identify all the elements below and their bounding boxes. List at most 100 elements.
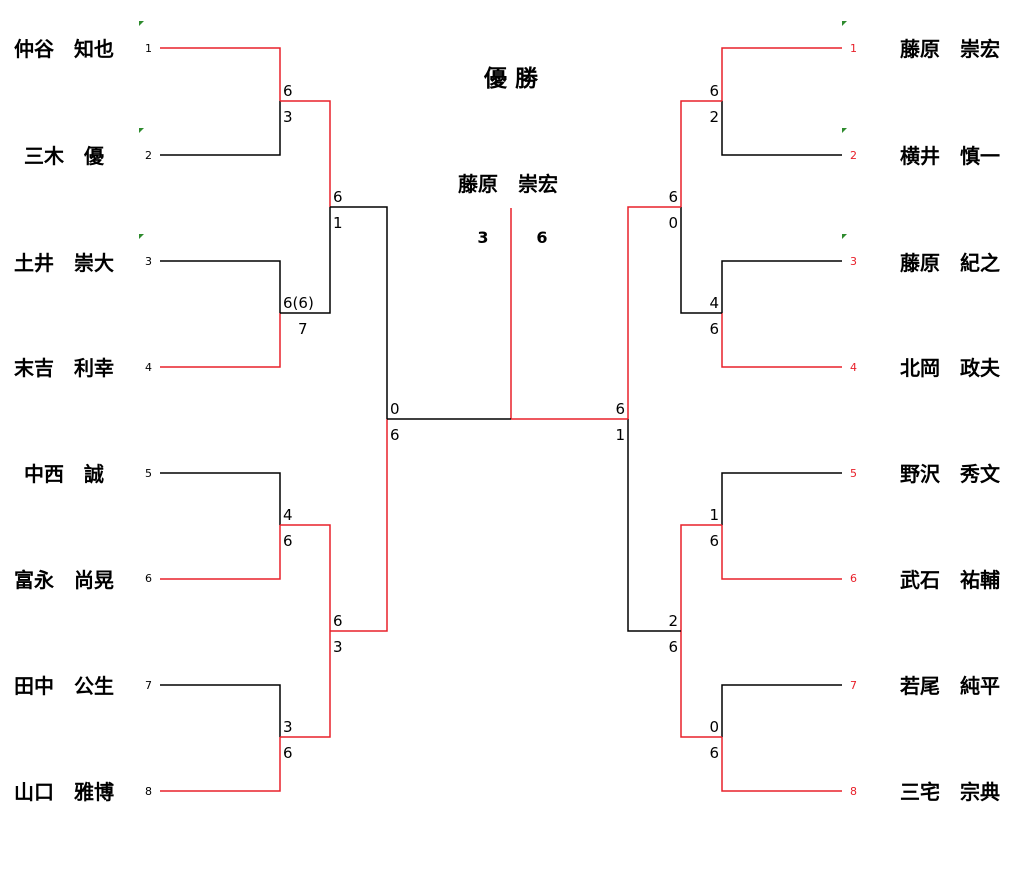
bracket-line [721, 260, 842, 313]
match-score: 0 [668, 214, 678, 232]
match-score: 6 [283, 82, 293, 100]
match-score: 6 [668, 188, 678, 206]
match-score: 3 [283, 718, 293, 736]
seed-number: 1 [850, 42, 857, 55]
title: 優 勝 [483, 65, 539, 92]
bracket-line-win [721, 47, 842, 101]
bracket-line [627, 419, 681, 632]
player-name: 中西 誠 [24, 462, 104, 486]
bracket-line-win [330, 419, 388, 632]
seed-marker-icon [842, 234, 847, 239]
player-name: 三木 優 [24, 144, 105, 168]
bracket-line [330, 206, 388, 419]
match-score: 6 [709, 82, 719, 100]
player-name: 藤原 崇宏 [899, 37, 1000, 61]
final-score-right: 6 [536, 228, 547, 247]
final-score-left: 3 [477, 228, 488, 247]
bracket-line-win [160, 525, 281, 580]
bracket-line [160, 684, 281, 737]
match-score: 6 [709, 532, 719, 550]
seed-marker-icon [139, 128, 144, 133]
match-score: 6 [615, 400, 625, 418]
bracket-line-win [680, 631, 722, 738]
match-score: 6(6) [283, 294, 314, 312]
match-score: 4 [283, 506, 293, 524]
player-name: 三宅 宗典 [900, 780, 1000, 804]
match-score: 1 [333, 214, 343, 232]
seed-number: 2 [850, 149, 857, 162]
bracket-line [160, 260, 281, 313]
seed-number: 3 [850, 255, 857, 268]
seed-number: 8 [145, 785, 152, 798]
match-score: 6 [283, 532, 293, 550]
match-score: 0 [709, 718, 719, 736]
seed-number: 6 [145, 572, 152, 585]
player-name: 土井 崇大 [14, 251, 114, 275]
champion-name: 藤原 崇宏 [457, 172, 558, 196]
seed-number: 8 [850, 785, 857, 798]
bracket-line [160, 472, 281, 525]
seed-number: 3 [145, 255, 152, 268]
match-score: 1 [709, 506, 719, 524]
seed-number: 7 [145, 679, 152, 692]
seed-number: 7 [850, 679, 857, 692]
player-name: 山口 雅博 [14, 780, 114, 804]
seed-number: 6 [850, 572, 857, 585]
bracket-line-win [280, 631, 331, 738]
player-name: 藤原 紀之 [899, 251, 1000, 275]
bracket-line-win [280, 100, 331, 207]
player-name: 北岡 政夫 [900, 356, 1001, 380]
seed-number: 2 [145, 149, 152, 162]
bracket-line [160, 101, 281, 156]
match-score: 0 [390, 400, 400, 418]
seed-number: 4 [850, 361, 857, 374]
seed-marker-icon [139, 234, 144, 239]
bracket-line-win [721, 737, 842, 792]
match-score: 6 [390, 426, 400, 444]
bracket-line-win [680, 100, 722, 207]
right-bracket: 藤原 崇宏 横井 慎一 藤原 紀之 北岡 政夫 野沢 秀文 武石 祐輔 若尾 純… [511, 21, 1001, 804]
player-name: 田中 公生 [14, 674, 114, 698]
bracket-line [721, 472, 842, 525]
player-name: 末吉 利幸 [14, 356, 114, 380]
player-name: 仲谷 知也 [14, 37, 114, 61]
seed-number: 4 [145, 361, 152, 374]
bracket-line [680, 207, 722, 314]
match-score: 6 [709, 320, 719, 338]
player-name: 武石 祐輔 [900, 568, 1000, 592]
match-score: 7 [298, 320, 308, 338]
left-bracket: 仲谷 知也 三木 優 土井 崇大 末吉 利幸 中西 誠 富永 尚晃 田中 公生 … [14, 21, 511, 804]
match-score: 6 [668, 638, 678, 656]
player-name: 野沢 秀文 [900, 462, 1001, 486]
match-score: 4 [709, 294, 719, 312]
match-score: 1 [615, 426, 625, 444]
bracket-line-win [721, 525, 842, 580]
seed-marker-icon [842, 128, 847, 133]
match-score: 6 [333, 188, 343, 206]
seed-number: 5 [145, 467, 152, 480]
player-name: 富永 尚晃 [14, 568, 114, 592]
bracket-line-win [680, 524, 722, 631]
match-score: 2 [668, 612, 678, 630]
bracket-line [721, 684, 842, 737]
bracket-line-win [160, 313, 281, 368]
match-score: 3 [333, 638, 343, 656]
match-score: 2 [709, 108, 719, 126]
match-score: 6 [333, 612, 343, 630]
seed-marker-icon [842, 21, 847, 26]
match-score: 6 [283, 744, 293, 762]
seed-number: 5 [850, 467, 857, 480]
seed-marker-icon [139, 21, 144, 26]
bracket-line [280, 207, 331, 314]
bracket-line-win [721, 313, 842, 368]
match-score: 3 [283, 108, 293, 126]
match-score: 6 [709, 744, 719, 762]
bracket-line-win [160, 47, 281, 101]
player-name: 横井 慎一 [900, 144, 1000, 168]
player-name: 若尾 純平 [899, 674, 1000, 698]
bracket-line-win [280, 524, 331, 631]
bracket-line-win [627, 206, 681, 419]
bracket-line [721, 101, 842, 156]
bracket-line-win [160, 737, 281, 792]
